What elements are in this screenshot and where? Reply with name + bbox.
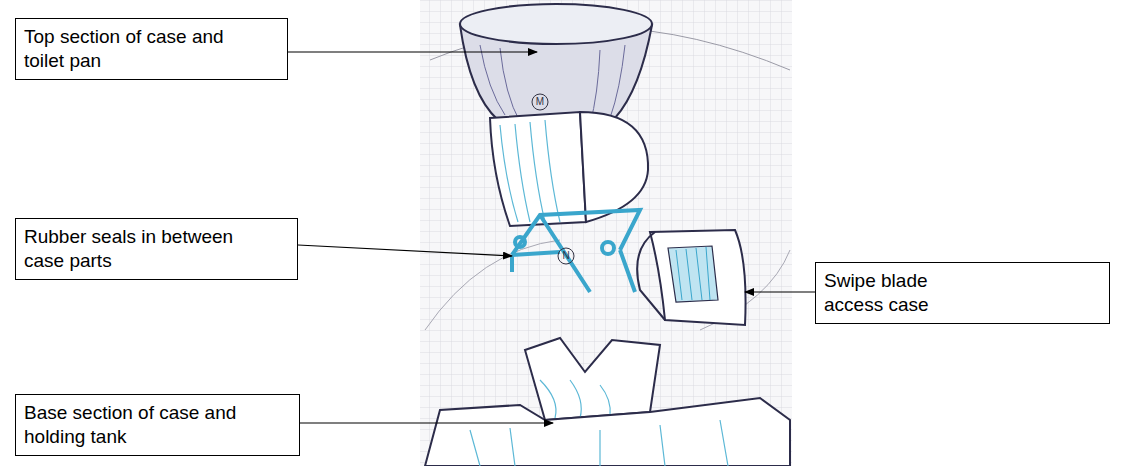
base-case-section bbox=[525, 338, 660, 420]
callout-box: Swipe blade access case bbox=[815, 262, 1110, 324]
callout-box: Rubber seals in between case parts bbox=[15, 218, 298, 280]
callout-letter: N bbox=[556, 250, 576, 262]
callout-letter: M bbox=[530, 96, 550, 108]
callout-text: Rubber seals in between case parts bbox=[24, 225, 259, 273]
callout-box: Top section of case and toilet pan bbox=[15, 18, 288, 80]
callout-box: Base section of case and holding tank bbox=[15, 394, 300, 456]
rubber-seals bbox=[512, 210, 640, 292]
callout-text: Swipe blade access case bbox=[824, 269, 954, 317]
grid-paper bbox=[420, 0, 792, 466]
callout-text: Top section of case and toilet pan bbox=[24, 25, 259, 73]
leader-line bbox=[288, 51, 537, 52]
sketch-curve bbox=[425, 240, 560, 330]
holding-tank bbox=[425, 398, 790, 466]
leader-line bbox=[745, 291, 815, 292]
toilet-pan bbox=[460, 4, 652, 130]
grid-lines bbox=[420, 0, 792, 466]
leader-line bbox=[298, 245, 512, 256]
swipe-blade-case bbox=[637, 230, 745, 325]
callout-text: Base section of case and holding tank bbox=[24, 401, 259, 449]
leader-line bbox=[300, 422, 553, 423]
